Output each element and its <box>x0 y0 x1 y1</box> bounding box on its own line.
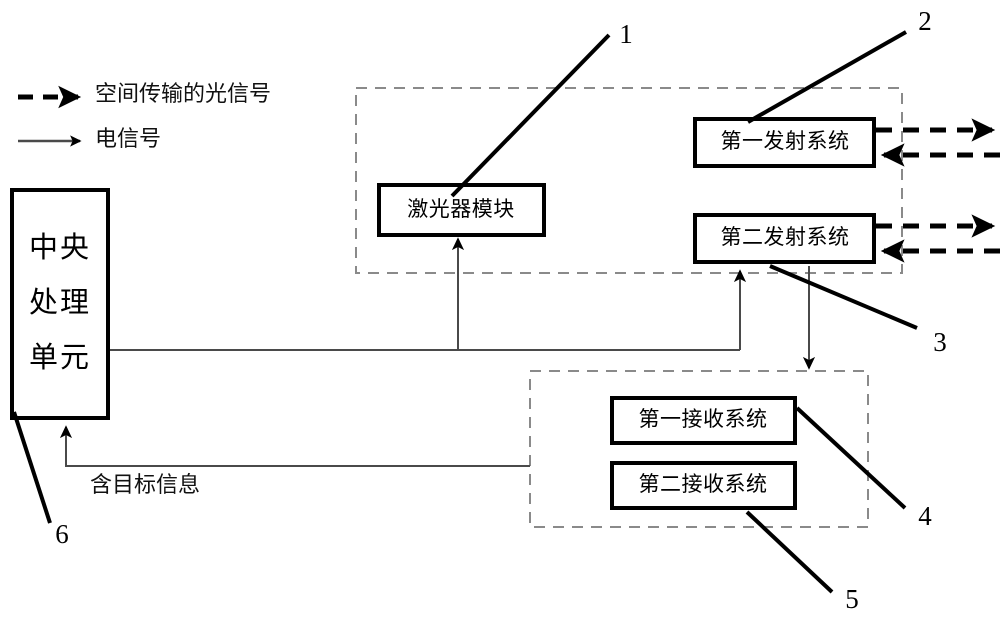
leader-line-6 <box>12 411 52 524</box>
target-info-annotation: 含目标信息 <box>90 472 200 497</box>
cpu-box[interactable] <box>10 188 110 420</box>
leader-line-1 <box>450 33 611 198</box>
ref-number-4: 4 <box>918 501 932 531</box>
legend-optical-label: 空间传输的光信号 <box>95 81 271 106</box>
transmit-system-1-label: 第一发射系统 <box>721 129 850 153</box>
ref-number-2: 2 <box>918 6 932 36</box>
transmit-system-1-box[interactable] <box>693 117 876 168</box>
leader-line-2 <box>747 30 907 124</box>
receive-system-1-label: 第一接收系统 <box>639 407 768 431</box>
cpu-label-line-2: 处理 <box>29 286 91 319</box>
leader-line-4 <box>795 406 907 510</box>
leader-line-5 <box>745 510 834 594</box>
receive-system-2-box[interactable] <box>610 461 797 510</box>
cpu-label-line-3: 单元 <box>29 341 91 374</box>
ref-number-1: 1 <box>619 19 633 49</box>
transmit-system-2-label: 第二发射系统 <box>721 225 850 249</box>
legend-electrical-label: 电信号 <box>95 126 161 151</box>
ref-number-5: 5 <box>845 584 859 614</box>
transmit-group-boundary <box>355 87 903 274</box>
receive-system-1-box[interactable] <box>610 396 797 445</box>
ref-number-3: 3 <box>933 327 947 357</box>
leader-line-3 <box>769 264 918 330</box>
transmit-system-2-box[interactable] <box>693 213 876 264</box>
ref-number-6: 6 <box>55 519 69 549</box>
cpu-label-line-1: 中央 <box>29 231 91 264</box>
receive-to-cpu-line <box>59 425 530 467</box>
laser-module-label: 激光器模块 <box>407 197 515 221</box>
receive-system-2-label: 第二接收系统 <box>639 472 768 496</box>
legend <box>18 85 82 147</box>
